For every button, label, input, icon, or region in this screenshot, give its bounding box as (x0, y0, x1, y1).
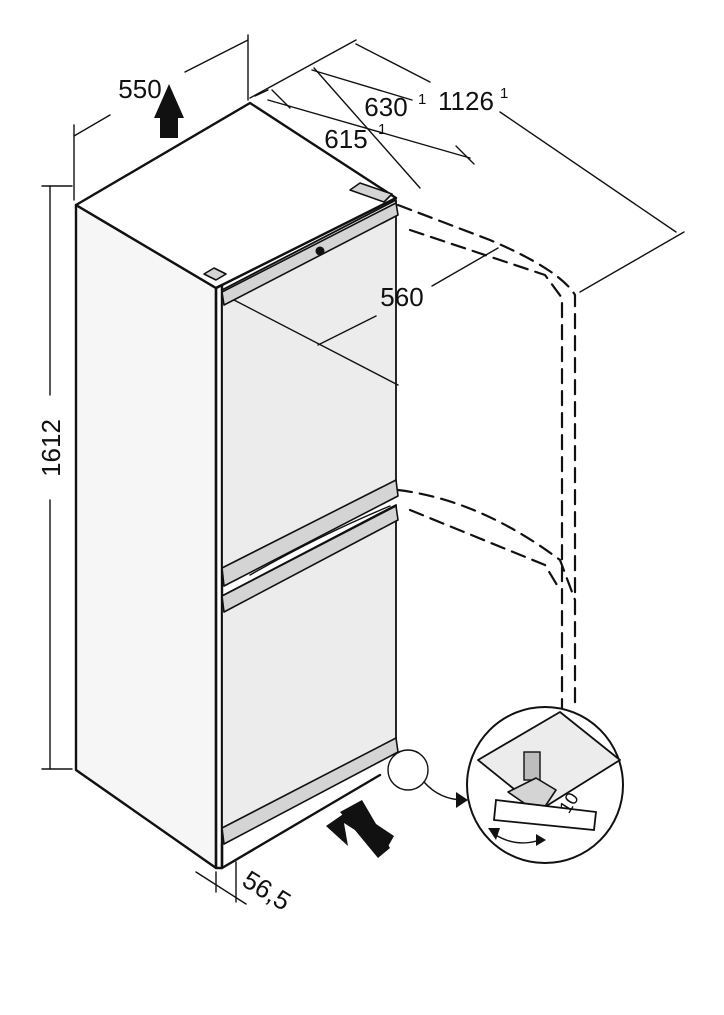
inner-560-dimension: 560 (233, 247, 499, 386)
door-lock-icon (315, 246, 325, 256)
depth-1126-footnote: 1 (500, 85, 508, 102)
depth-615-dimension: 615 1 (254, 89, 475, 165)
depth-630-footnote: 1 (418, 91, 426, 108)
left-hinge (203, 267, 227, 281)
height-label: 1612 (36, 419, 66, 477)
inner-560-label: 560 (380, 282, 423, 312)
upper-door-top-trim (221, 202, 399, 306)
open-door-handle-arc (396, 488, 577, 602)
upper-handle-groove (249, 505, 391, 576)
cabinet-side-panel (74, 203, 218, 870)
depth-630-dimension: 630 1 (311, 67, 426, 189)
cabinet-top (74, 101, 398, 290)
height-dimension: 1612 (36, 185, 73, 770)
foot-highlight-circle (387, 749, 429, 791)
bottom-56-5-dimension: 56,5 (195, 861, 296, 916)
top-hinge (349, 182, 393, 203)
width-dimension: 550 (73, 34, 249, 201)
upper-door-handle[interactable] (221, 479, 399, 587)
wrench-icon (493, 798, 597, 831)
upper-door (221, 199, 399, 587)
adjustable-foot-thread (523, 751, 541, 781)
lower-door-handle[interactable] (221, 505, 399, 613)
depth-1126-dimension: 1126 1 (249, 39, 685, 293)
depth-615-footnote: 1 (378, 121, 386, 138)
depth-630-label: 630 (364, 92, 407, 122)
open-door-swing (396, 203, 577, 712)
plinth-line (220, 773, 382, 870)
open-door-lower-arc (408, 508, 562, 592)
depth-1126-label: 1126 (438, 86, 494, 116)
lower-door (220, 504, 399, 870)
open-upper-door-inner (408, 228, 564, 712)
width-label: 550 (118, 74, 161, 104)
bottom-56-5-label: 56,5 (237, 864, 296, 916)
up-arrow-icon (154, 84, 184, 118)
airflow-arrow-icon (326, 800, 394, 858)
depth-615-label: 615 (324, 124, 367, 154)
open-upper-door-outline (396, 203, 577, 712)
foot-detail-callout: 10 (387, 706, 624, 864)
